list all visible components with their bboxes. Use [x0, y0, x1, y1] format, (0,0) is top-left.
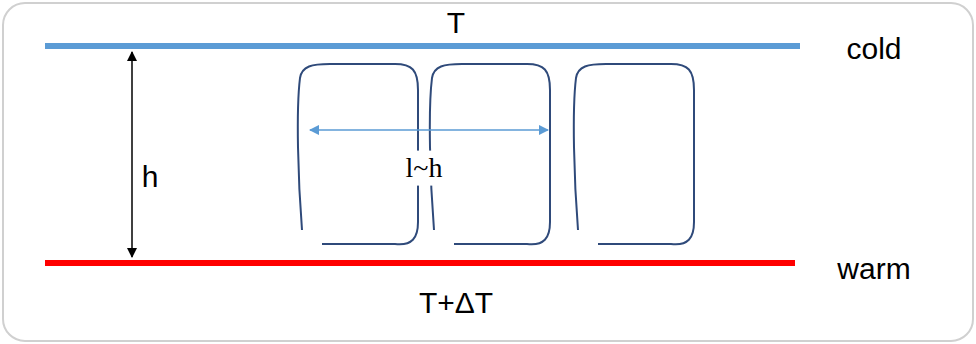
length-arrow: [310, 129, 548, 131]
convection-cells: [298, 64, 694, 244]
temperature-label: T: [447, 6, 465, 39]
height-arrow: [131, 52, 133, 257]
plate-label: cold: [846, 32, 901, 65]
plate-label: warm: [837, 252, 910, 285]
frame: [3, 3, 973, 341]
warm-plate: [45, 260, 795, 266]
temperature-label: T+ΔT: [419, 286, 493, 319]
cold-plate: [45, 43, 800, 49]
height-label: h: [142, 160, 159, 193]
cell: [574, 64, 694, 244]
cell-size-label: l~h: [400, 151, 449, 186]
